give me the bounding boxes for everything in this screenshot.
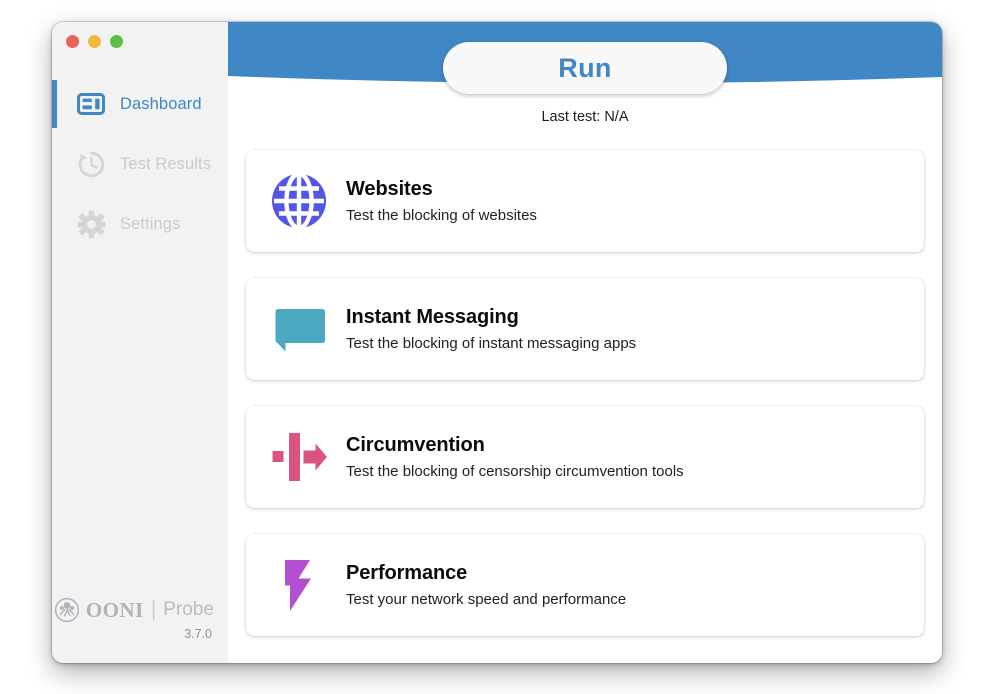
sidebar-item-test-results[interactable]: Test Results xyxy=(52,134,228,194)
circumvention-arrow-icon xyxy=(260,406,338,508)
sidebar-item-label: Dashboard xyxy=(120,94,202,113)
window-traffic-lights xyxy=(66,35,123,48)
brand-name: OONI xyxy=(85,597,144,622)
card-description: Test the blocking of censorship circumve… xyxy=(346,463,684,480)
card-description: Test the blocking of websites xyxy=(346,207,537,224)
main-content: Run Last test:N/A xyxy=(228,22,942,663)
test-card-circumvention[interactable]: Circumvention Test the blocking of censo… xyxy=(246,406,924,508)
brand-row: OONI | Probe xyxy=(52,597,214,623)
brand-footer: OONI | Probe 3.7.0 xyxy=(52,597,228,641)
card-title: Websites xyxy=(346,178,433,200)
card-title: Performance xyxy=(346,562,468,584)
close-button[interactable] xyxy=(66,35,79,48)
dashboard-icon xyxy=(76,89,106,119)
sidebar-item-label: Settings xyxy=(120,214,181,233)
test-card-performance[interactable]: Performance Test your network speed and … xyxy=(246,534,924,636)
run-button[interactable]: Run xyxy=(443,42,727,94)
card-text: Circumvention Test the blocking of censo… xyxy=(346,434,684,480)
ooni-probe-window: Dashboard Test Results xyxy=(52,22,942,663)
active-indicator-bar xyxy=(52,80,57,128)
speech-bubble-icon xyxy=(260,278,338,380)
last-test-status: Last test:N/A xyxy=(228,109,942,125)
brand-separator: | xyxy=(150,598,157,621)
ooni-octopus-emblem xyxy=(54,597,80,623)
lightning-bolt-icon xyxy=(260,534,338,636)
test-card-websites[interactable]: Websites Test the blocking of websites xyxy=(246,150,924,252)
minimize-button[interactable] xyxy=(88,35,101,48)
last-test-value: N/A xyxy=(604,109,629,125)
globe-icon xyxy=(260,150,338,252)
card-text: Websites Test the blocking of websites xyxy=(346,178,537,224)
sidebar-item-dashboard[interactable]: Dashboard xyxy=(52,74,228,134)
card-description: Test the blocking of instant messaging a… xyxy=(346,335,637,352)
last-test-label: Last test: xyxy=(541,109,601,125)
brand-product: Probe xyxy=(163,599,214,620)
run-button-label: Run xyxy=(558,52,612,83)
card-title: Circumvention xyxy=(346,434,485,456)
sidebar-nav: Dashboard Test Results xyxy=(52,74,228,254)
test-card-list: Websites Test the blocking of websites I… xyxy=(246,150,924,662)
card-title: Instant Messaging xyxy=(346,306,519,328)
app-version: 3.7.0 xyxy=(184,627,212,641)
card-text: Performance Test your network speed and … xyxy=(346,562,626,608)
card-text: Instant Messaging Test the blocking of i… xyxy=(346,306,636,352)
card-description: Test your network speed and performance xyxy=(346,591,627,608)
sidebar: Dashboard Test Results xyxy=(52,22,228,663)
gear-icon xyxy=(76,209,106,239)
history-clock-icon xyxy=(76,149,106,179)
sidebar-item-settings[interactable]: Settings xyxy=(52,194,228,254)
sidebar-item-label: Test Results xyxy=(120,154,212,173)
maximize-button[interactable] xyxy=(110,35,123,48)
test-card-instant-messaging[interactable]: Instant Messaging Test the blocking of i… xyxy=(246,278,924,380)
